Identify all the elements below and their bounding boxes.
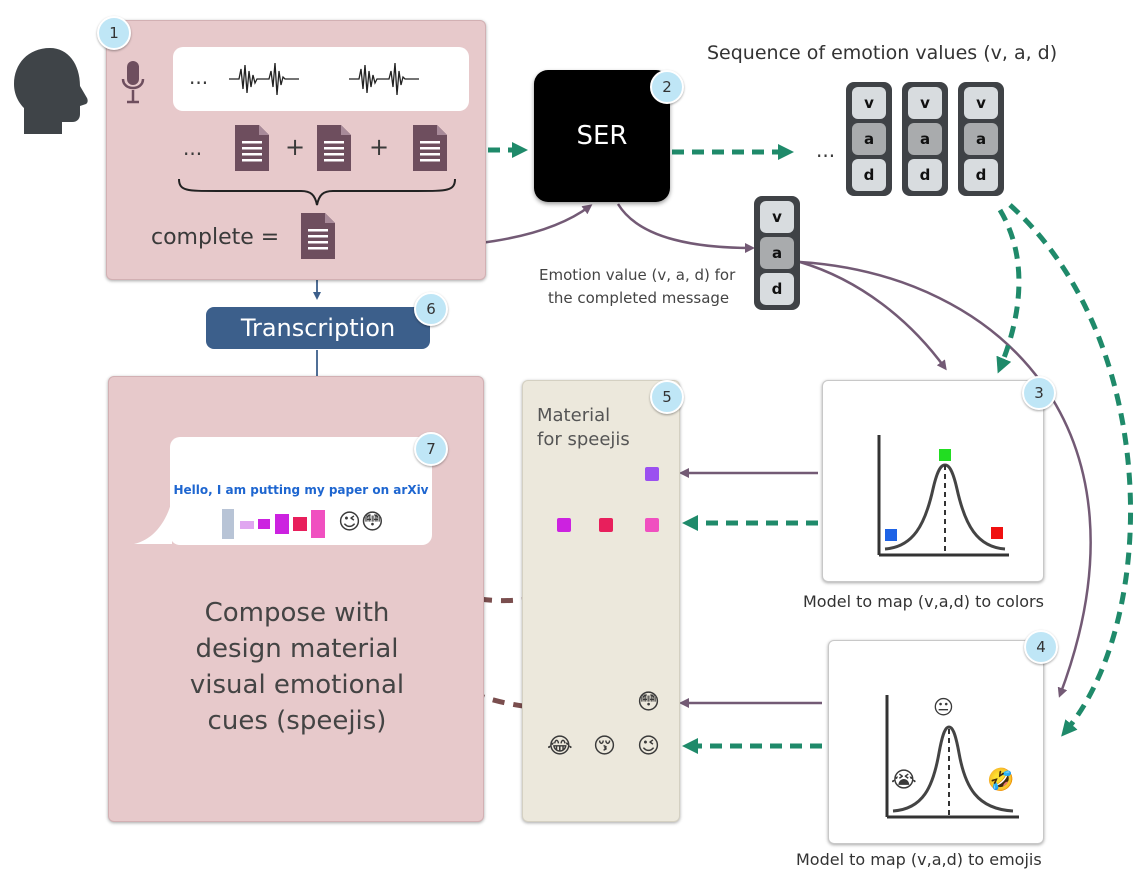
ellipsis-text: ... [189,65,209,89]
arrow-vad-to-model-colors [799,260,947,371]
plot-emoji-crying: 😭 [891,768,917,793]
arousal-cell: a [852,123,886,155]
valence-cell: v [908,87,942,119]
material-emoji-laughing: 😂 [547,734,573,759]
document-icon [317,125,351,171]
model-colors-panel [822,380,1044,582]
curly-brace [178,178,456,206]
vad-stack: v a d [902,82,948,196]
valence-cell: v [760,201,794,233]
vad-stack: v a d [846,82,892,196]
color-swatch-purple [645,467,659,481]
distribution-plot-emojis [885,695,1019,819]
transcription-box: Transcription [206,307,430,349]
model-emojis-panel: 😐 😭 🤣 [828,640,1044,844]
compose-text: Compose with design material visual emot… [147,595,447,739]
complete-label: complete = [151,225,280,250]
dominance-cell: d [964,159,998,191]
arousal-cell: a [908,123,942,155]
speech-bubble: ... [173,47,469,111]
material-title-line1: Material [537,405,611,426]
ellipsis-docs: ... [183,136,203,160]
speeji-bar [240,521,254,529]
speeji-bar [258,519,270,529]
emotion-value-caption-line1: Emotion value (v, a, d) for [539,266,736,284]
sequence-ellipsis: ... [816,138,836,162]
valence-cell: v [852,87,886,119]
speeji-bar [275,514,289,534]
compose-line: design material [195,634,399,664]
speeji-bar [293,517,307,531]
color-swatch-crimson [599,518,613,532]
plot-marker-green [939,449,951,461]
distribution-plot-colors [877,435,1009,557]
document-icon [235,125,269,171]
compose-line: visual emotional [189,670,405,700]
color-swatch-magenta [557,518,571,532]
step-badge-5: 5 [650,380,684,414]
step-badge-2: 2 [650,70,684,104]
step-badge-6: 6 [414,292,448,326]
model-emojis-caption: Model to map (v,a,d) to emojis [796,850,1042,869]
microphone-icon [121,61,145,104]
dominance-cell: d [852,159,886,191]
arousal-cell: a [964,123,998,155]
arousal-cell: a [760,237,794,269]
emotion-value-caption-line2: the completed message [548,289,730,307]
message-bubble: Hello, I am putting my paper on arXiv 😉😳 [170,437,432,545]
step-badge-3: 3 [1022,376,1056,410]
message-emojis: 😉😳 [338,510,384,535]
plot-emoji-neutral: 😐 [933,695,954,719]
vad-stack: v a d [958,82,1004,196]
arrow-sequence-to-model-colors [996,208,1022,374]
message-text: Hello, I am putting my paper on arXiv [173,483,429,497]
document-icon [413,125,447,171]
color-swatch-pink [645,518,659,532]
material-emoji-wink: 😉 [637,734,660,759]
step-badge-1: 1 [97,16,131,50]
waveform-icon [229,62,419,96]
sequence-title: Sequence of emotion values (v, a, d) [707,42,1058,64]
arrow-ser-to-vad [616,203,755,253]
speeji-bar [222,509,234,539]
model-colors-caption: Model to map (v,a,d) to colors [803,592,1044,611]
dominance-cell: d [760,273,794,305]
material-emoji-kissing: 😚 [593,734,616,759]
material-panel: Material for speejis 😳 😂 😚 😉 [522,380,680,822]
human-head-icon [14,48,88,134]
material-title-line2: for speejis [537,429,630,450]
compose-line: cues (speejis) [207,706,387,736]
compose-line: Compose with [204,598,390,628]
step-badge-4: 4 [1024,630,1058,664]
material-emoji-flushed: 😳 [637,690,660,715]
plus-sign: + [285,133,306,161]
plot-marker-blue [885,529,897,541]
complete-document-icon [301,213,335,259]
ser-box: SER [534,70,670,202]
speeji-bar [311,510,325,538]
plus-sign: + [369,133,390,161]
completed-vad-stack: v a d [754,196,800,310]
plot-emoji-rofl: 🤣 [987,768,1015,793]
dominance-cell: d [908,159,942,191]
bubble-tail [134,500,172,544]
plot-marker-red [991,527,1003,539]
arrow-sequence-to-model-emojis [1008,203,1133,737]
valence-cell: v [964,87,998,119]
step-badge-7: 7 [414,432,448,466]
audio-input-panel: ... ... + + [106,20,486,280]
